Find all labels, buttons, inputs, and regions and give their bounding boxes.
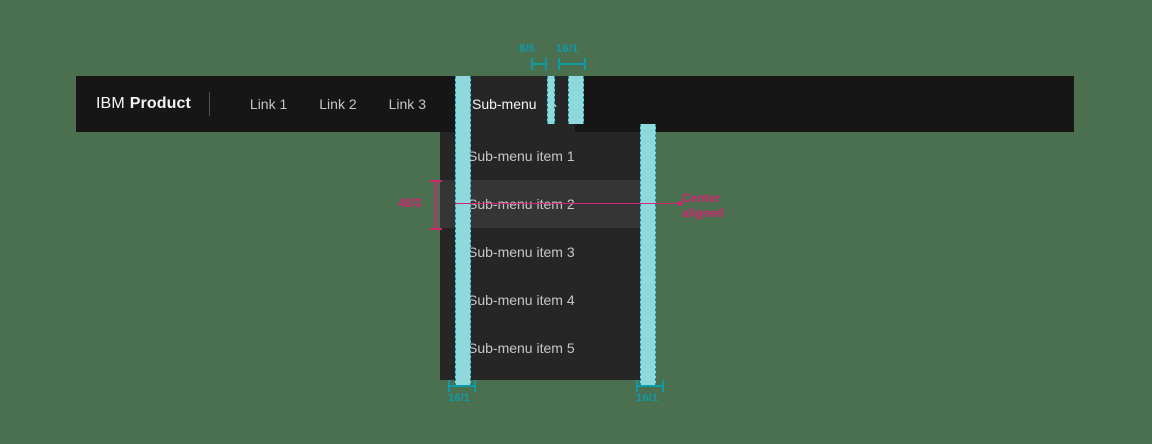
alignment-note-line1: Center bbox=[682, 191, 721, 205]
measure-bar-height bbox=[430, 180, 442, 230]
submenu-item-5[interactable]: Sub-menu item 5 bbox=[468, 340, 575, 356]
measure-bar-bottom-1 bbox=[448, 380, 476, 392]
nav-submenu-trigger[interactable]: Sub-menu bbox=[455, 76, 575, 132]
spacing-overlay-icon-gap bbox=[547, 76, 555, 124]
nav-link-1[interactable]: Link 1 bbox=[249, 96, 288, 112]
alignment-note-line2: aligned bbox=[682, 206, 725, 220]
center-alignment-line bbox=[455, 203, 680, 204]
brand-logo[interactable]: IBM Product bbox=[76, 76, 207, 132]
submenu-item-3[interactable]: Sub-menu item 3 bbox=[468, 244, 575, 260]
nav-submenu-label: Sub-menu bbox=[471, 96, 537, 112]
submenu-item-2[interactable]: Sub-menu item 2 bbox=[440, 180, 656, 228]
measure-bar-top-2 bbox=[558, 58, 586, 70]
brand-divider bbox=[208, 92, 210, 116]
nav-link-2[interactable]: Link 2 bbox=[319, 96, 357, 112]
brand-name: Product bbox=[129, 95, 191, 112]
measure-label-bottom-1: 16/1 bbox=[448, 392, 471, 404]
submenu-item-4[interactable]: Sub-menu item 4 bbox=[468, 292, 575, 308]
spacing-overlay-left bbox=[455, 76, 471, 386]
submenu-item-1[interactable]: Sub-menu item 1 bbox=[468, 148, 575, 164]
primary-nav: Link 1 Link 2 Link 3 Sub-menu bbox=[234, 76, 575, 132]
measure-bar-bottom-2 bbox=[636, 380, 664, 392]
nav-link-3[interactable]: Link 3 bbox=[388, 96, 426, 112]
brand-prefix: IBM bbox=[96, 95, 125, 112]
measure-label-bottom-2: 16/1 bbox=[636, 392, 659, 404]
center-alignment-dot bbox=[678, 201, 683, 206]
measure-label-top-1: 8/5 bbox=[519, 43, 535, 55]
spacing-overlay-right bbox=[640, 124, 656, 386]
submenu-dropdown: Sub-menu item 1 Sub-menu item 2 Sub-menu… bbox=[440, 132, 656, 380]
measure-label-height: 48/3 bbox=[398, 196, 422, 210]
spacing-overlay-trigger-right bbox=[568, 76, 584, 124]
measure-label-top-2: 16/1 bbox=[556, 43, 579, 55]
measure-bar-top-1 bbox=[531, 58, 547, 70]
